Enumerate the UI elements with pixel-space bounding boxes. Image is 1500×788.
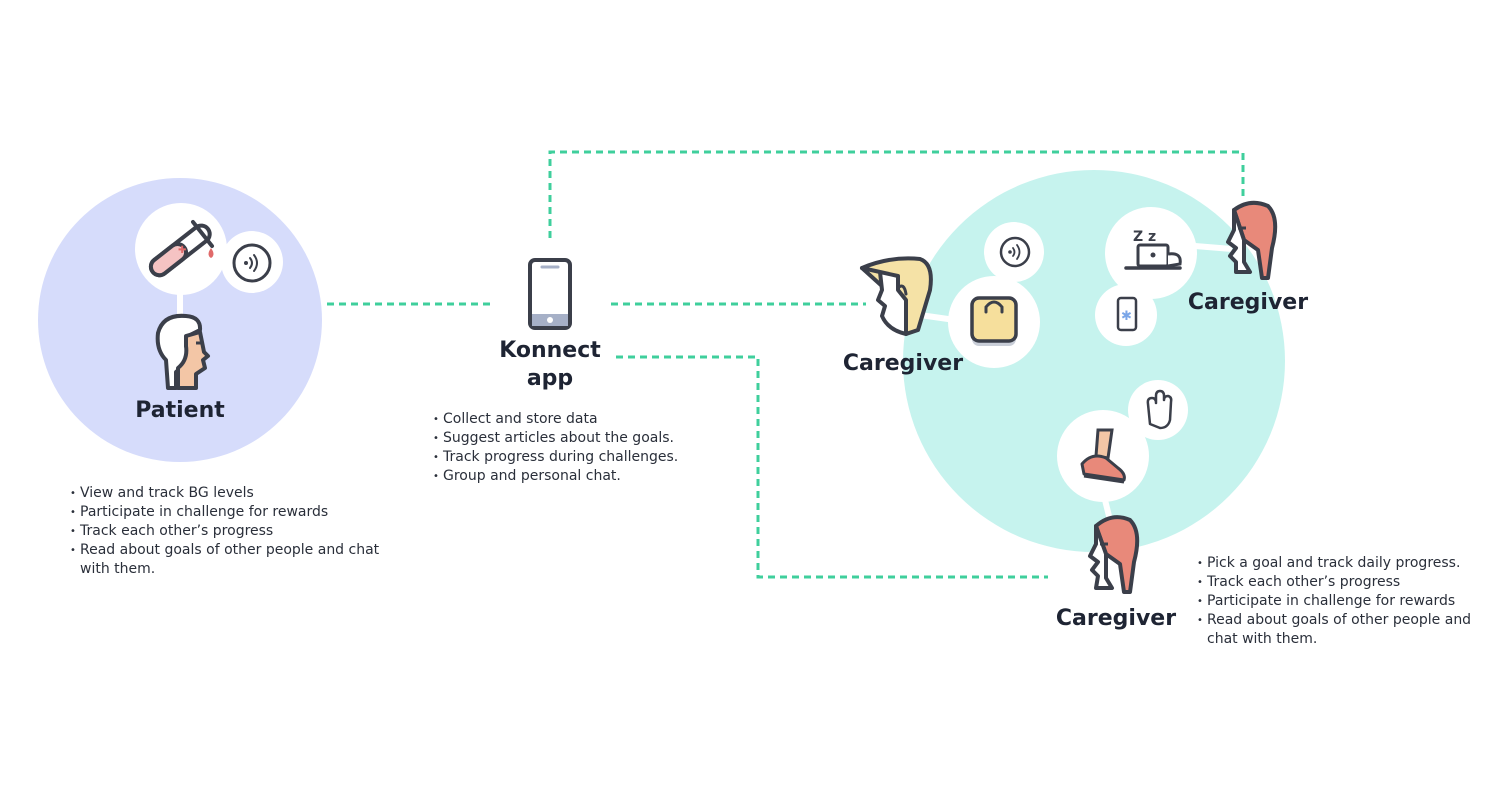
caregiver-bottom-label: Caregiver <box>1055 606 1177 631</box>
list-item: Participate in challenge for rewards <box>68 503 398 522</box>
caregiver-blond-avatar-icon <box>860 256 933 336</box>
smartphone-icon <box>528 258 572 330</box>
patient-label: Patient <box>135 398 225 423</box>
app-label-line2: app <box>526 366 574 391</box>
patient-cluster: ✚ <box>135 203 283 390</box>
app-feature-list: Collect and store data Suggest articles … <box>431 410 731 486</box>
list-item: Read about goals of other people and cha… <box>68 541 398 578</box>
list-item: Track each other’s progress <box>68 522 398 541</box>
patient-feature-list: View and track BG levels Participate in … <box>68 484 398 578</box>
list-item: Track each other’s progress <box>1195 573 1485 592</box>
list-item: Group and personal chat. <box>431 467 731 486</box>
list-item: Suggest articles about the goals. <box>431 429 731 448</box>
list-item: Participate in challenge for rewards <box>1195 592 1485 611</box>
shopping-bag-icon <box>970 296 1018 346</box>
raised-hand-icon <box>1146 389 1173 430</box>
svg-text:Z z: Z z <box>1133 229 1156 245</box>
list-item: Pick a goal and track daily progress. <box>1195 554 1485 573</box>
test-tube-icon: ✚ <box>148 220 214 278</box>
list-item: Track progress during challenges. <box>431 448 731 467</box>
caregiver-right-cluster: Z z ✱ <box>1095 200 1278 346</box>
sleeping-laptop-icon: Z z <box>1124 229 1182 270</box>
caregiver-left-cluster <box>860 222 1044 368</box>
list-item: View and track BG levels <box>68 484 398 503</box>
list-item: Read about goals of other people and cha… <box>1195 611 1485 648</box>
patient-avatar-icon <box>155 313 210 390</box>
caregiver-red-avatar-icon <box>1226 200 1278 280</box>
connector-app-caregiver-bottom <box>616 355 1048 579</box>
caregiver-right-label: Caregiver <box>1187 290 1309 315</box>
app-label-line1: Konnect <box>499 338 601 363</box>
caregiver-red-avatar-icon <box>1088 515 1140 594</box>
nfc-sensor-icon <box>999 236 1031 268</box>
nfc-sensor-icon <box>232 243 272 283</box>
connector-app-caregiver-right <box>548 150 1245 238</box>
medical-phone-icon: ✱ <box>1116 296 1138 332</box>
svg-text:✚: ✚ <box>178 245 186 256</box>
caregiver-feature-list: Pick a goal and track daily progress. Tr… <box>1195 554 1485 648</box>
caregiver-left-label: Caregiver <box>842 351 964 376</box>
svg-text:✱: ✱ <box>1121 309 1132 324</box>
caregiver-bottom-cluster <box>1057 380 1188 594</box>
running-shoe-icon <box>1080 428 1126 484</box>
list-item: Collect and store data <box>431 410 731 429</box>
